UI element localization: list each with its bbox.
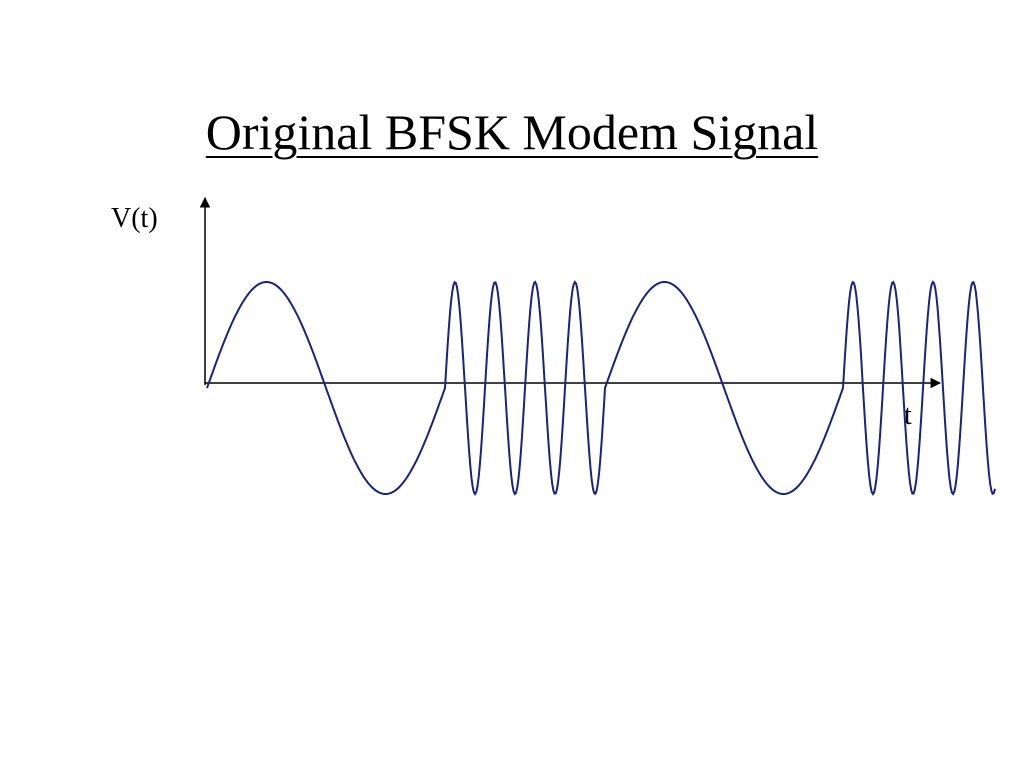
slide-title: Original BFSK Modem Signal xyxy=(205,104,819,160)
x-axis-label: t xyxy=(904,400,912,431)
y-axis-label: V(t) xyxy=(111,203,158,234)
signal-waveform xyxy=(206,280,996,496)
